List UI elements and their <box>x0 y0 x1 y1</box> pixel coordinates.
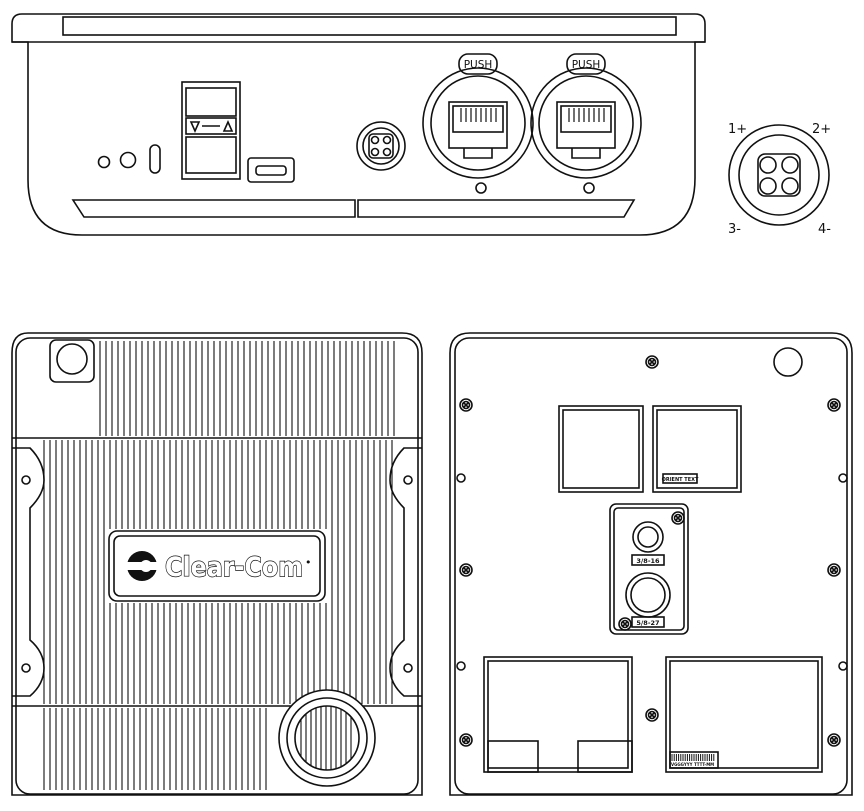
pin-label-2: 2+ <box>812 122 831 137</box>
rj45-jack-icon[interactable] <box>530 53 642 194</box>
logo-icon <box>126 551 158 581</box>
power-switch[interactable] <box>181 81 241 180</box>
pinout-connector <box>728 124 830 226</box>
rj45-jack-icon[interactable] <box>422 53 534 194</box>
thread-label-large: 5/8-27 <box>636 619 659 627</box>
pin-label-3: 3- <box>728 222 741 237</box>
rear-view <box>449 332 853 796</box>
screw-icon <box>645 355 659 369</box>
barcode-text: VGGGYYY TTTT-MM <box>671 762 714 767</box>
power-button[interactable] <box>149 144 161 174</box>
screw-icon <box>459 733 473 747</box>
orient-label: ORIENT TEXT <box>662 477 699 483</box>
screw-icon <box>671 511 685 525</box>
screw-icon <box>459 563 473 577</box>
led-small <box>97 155 111 169</box>
screw-icon <box>827 398 841 412</box>
screw-icon <box>645 708 659 722</box>
thread-label-small: 3/8-16 <box>636 557 660 565</box>
pin-label-4: 4- <box>818 222 831 237</box>
screw-icon <box>618 617 632 631</box>
usb-port-icon[interactable] <box>247 157 295 183</box>
xlr4-connector-icon[interactable] <box>356 121 406 171</box>
connector-panel <box>11 13 706 236</box>
screw-icon <box>459 398 473 412</box>
brand-name: Clear-Com <box>165 552 303 583</box>
brand-mark: • <box>305 556 312 569</box>
text-layer: PUSH PUSH 1+ 2+ 3- 4- Clear-Com • ORIENT… <box>126 59 831 767</box>
screw-icon <box>827 733 841 747</box>
pin-label-1: 1+ <box>728 122 747 137</box>
front-view <box>11 332 423 796</box>
led-large <box>119 151 137 169</box>
screw-icon <box>827 563 841 577</box>
push-label-2: PUSH <box>572 59 601 71</box>
push-label-1: PUSH <box>464 59 493 71</box>
